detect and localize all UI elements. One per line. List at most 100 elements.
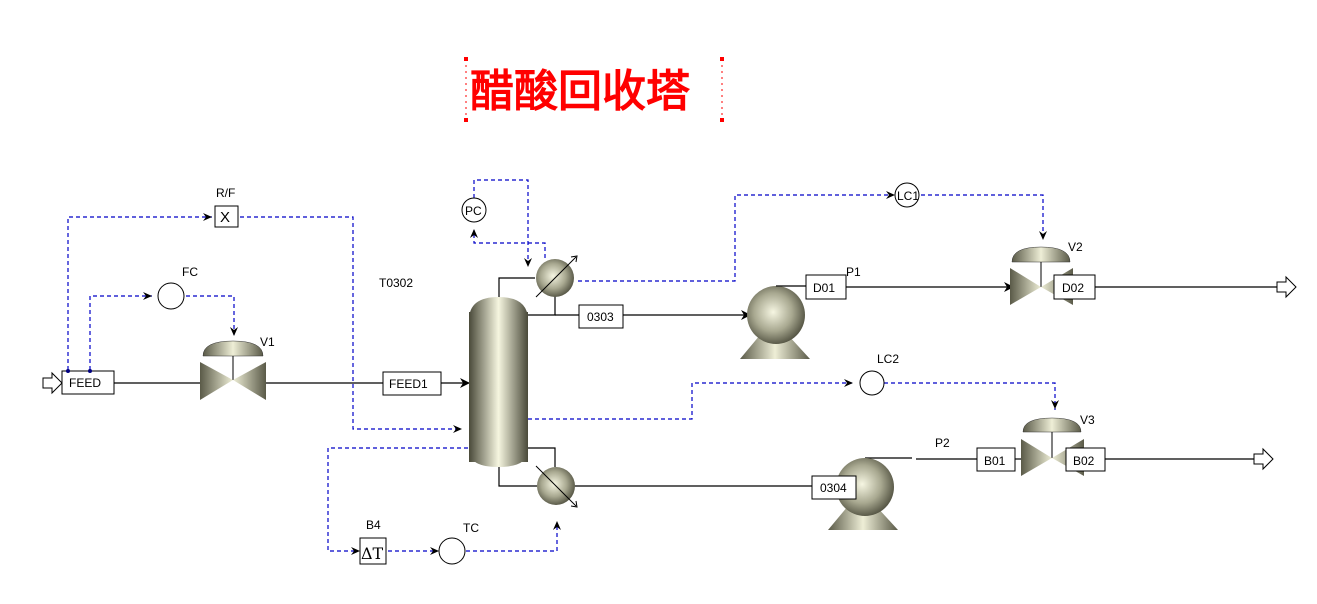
valve-body-right [233,362,266,400]
pump-base [828,506,898,530]
delta-t-label: B4 [366,518,381,532]
stream-label-d01[interactable]: D01 [805,274,847,300]
actuator-dome [1022,417,1082,433]
arrowhead-icon [524,258,532,267]
pump-label: P2 [935,436,950,450]
multiplier-label: R/F [216,186,235,200]
column-label: T0302 [379,276,413,290]
column-t0302[interactable]: T0302 [379,276,528,467]
pump-body [747,286,805,344]
stream-label-d02[interactable]: D02 [1053,274,1096,300]
reboiler[interactable] [535,465,578,508]
stream-name: FEED1 [389,377,428,391]
stream-label-0303[interactable]: 0303 [578,304,624,329]
controller-circle [894,182,920,208]
valve-label: V1 [260,335,275,349]
stream-name: D02 [1062,281,1084,295]
stream-name: FEED [69,376,101,390]
signal-lc1-to-v2[interactable] [921,194,1044,237]
controller-pc[interactable]: PC [461,197,487,223]
arrowhead-icon [430,547,439,555]
signal-pc-to-condenser[interactable] [473,179,529,262]
selection-handle[interactable] [464,118,468,122]
arrowhead-icon [230,327,238,336]
stream-box [1065,447,1106,472]
valve-v1[interactable]: V1 [200,335,275,400]
controller-lc2[interactable]: LC2 [859,352,899,396]
arrowhead-icon [844,379,853,387]
valve-body-left [1021,439,1052,476]
stream-name: B02 [1073,454,1095,468]
signal-fc-to-v1[interactable] [186,295,235,335]
controller-label: LC2 [877,352,899,366]
arrowhead-icon [1051,400,1059,409]
condenser[interactable] [535,255,578,298]
pump-p1[interactable]: P1 [740,265,861,359]
controller-circle [157,282,185,310]
stream-label-0304[interactable]: 0304 [811,475,857,500]
arrowhead-icon [553,521,561,530]
arrowhead-icon [351,547,360,555]
pump-label: P1 [846,265,861,279]
feed-inlet-arrow-icon[interactable] [42,371,63,395]
signal-column-to-b4[interactable] [327,447,468,552]
pump-p2[interactable]: P2 [828,436,950,530]
valve-body-left [1010,268,1041,305]
stream-line-reflux[interactable] [528,296,556,316]
connection-dot [88,369,92,373]
signal-condenser-to-pc[interactable] [473,230,546,258]
valve-body-left [200,362,233,400]
selection-handle[interactable] [464,57,468,61]
stream-name: B01 [984,454,1006,468]
controller-label: TC [463,521,479,535]
bottoms-outlet-arrow-icon[interactable] [1253,447,1274,471]
selection-handle[interactable] [720,118,724,122]
signal-feed-to-rf[interactable] [67,216,212,370]
stream-label-feed[interactable]: FEED [61,370,115,395]
stream-line-bottoms[interactable] [498,466,537,487]
signal-rf-to-column[interactable] [240,216,462,430]
stream-box [976,447,1016,472]
arrowhead-icon [453,425,462,433]
stream-label-b01[interactable]: B01 [976,447,1016,472]
title-block[interactable]: 醋酸回收塔 [464,57,724,122]
stream-box [805,274,847,300]
stream-label-feed1[interactable]: FEED1 [382,371,442,396]
controller-label: PC [465,204,482,218]
stream-box [382,371,442,396]
column-bottom-head [469,450,528,467]
pump-body [836,458,894,516]
signal-condenser-to-lc1[interactable] [578,194,893,282]
delta-t-icon: ΔT [361,544,384,563]
controller-circle [438,537,466,565]
controller-fc[interactable]: FC [157,265,198,310]
heat-exchanger-diagonal-icon [535,465,577,507]
material-lines [114,277,1277,487]
heat-exchanger-diagonal-icon [535,256,577,298]
selection-handle[interactable] [720,57,724,61]
pump-base [740,335,810,359]
controller-tc[interactable]: TC [438,521,479,565]
delta-t-box [359,537,387,565]
control-lines [67,179,1056,552]
signal-column-to-lc2[interactable] [528,382,852,420]
controller-lc1[interactable]: LC1 [894,182,920,208]
stream-label-b02[interactable]: B02 [1065,447,1106,472]
distillate-outlet-arrow-icon[interactable] [1276,275,1297,299]
page-title: 醋酸回收塔 [470,66,691,117]
stream-box [578,304,624,329]
connection-dot [66,369,70,373]
signal-feed-to-fc[interactable] [89,295,152,370]
signal-lc2-to-v3[interactable] [884,382,1056,410]
multiplier-block-rf[interactable]: X R/F [214,186,239,228]
actuator-dome [1011,246,1071,263]
valve-label: V3 [1080,413,1095,427]
stream-line-bottoms-to-reboiler[interactable] [528,447,556,467]
valve-label: V2 [1068,240,1083,254]
multiply-icon: X [220,209,230,226]
arrowhead-icon [203,213,212,221]
signal-tc-to-reboiler[interactable] [466,527,558,552]
arrowhead-icon [143,292,152,300]
delta-t-block-b4[interactable]: ΔT B4 [359,518,387,565]
